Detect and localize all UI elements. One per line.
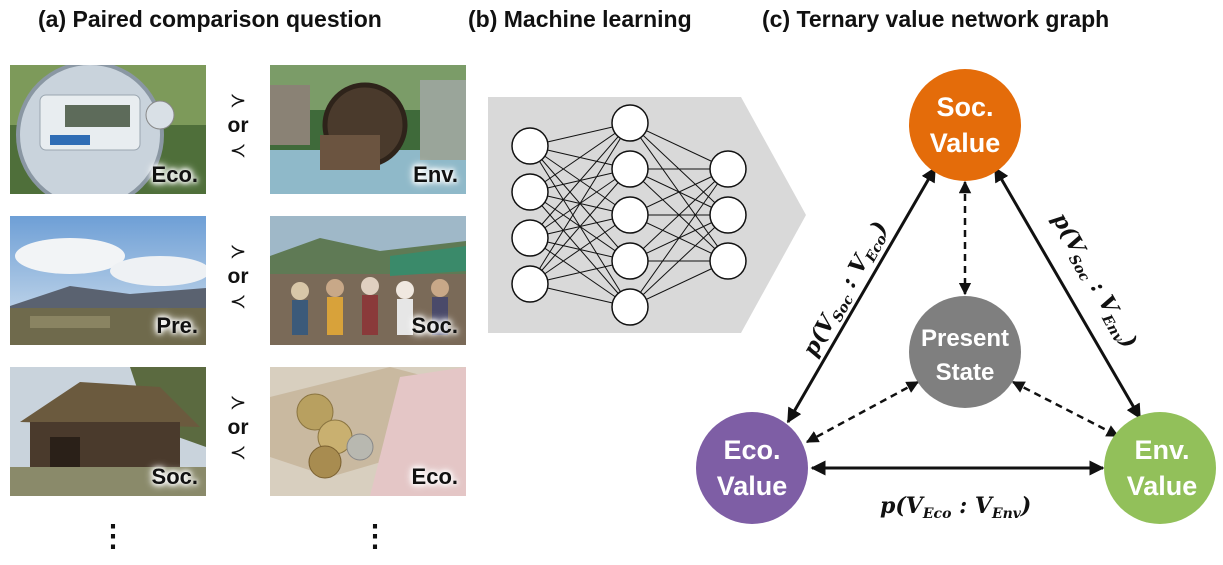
nn-connection bbox=[529, 122, 631, 193]
nn-connection bbox=[629, 214, 729, 308]
node-env-value: Env. Value bbox=[1104, 412, 1216, 524]
succeeds-symbol: ≻ bbox=[229, 90, 247, 112]
node-eco-circle bbox=[696, 412, 808, 524]
node-soc-value: Soc. Value bbox=[909, 69, 1021, 181]
nn-neurons bbox=[511, 104, 747, 326]
nn-neuron bbox=[611, 196, 649, 234]
photo-tag: Soc. bbox=[151, 464, 198, 489]
nn-neuron bbox=[511, 219, 549, 257]
nn-connection bbox=[529, 122, 631, 285]
photo-tag: Eco. bbox=[151, 162, 198, 187]
photo-tag: Pre. bbox=[156, 313, 198, 338]
node-soc-line2: Value bbox=[930, 128, 1001, 158]
photo-festival-crowd: Soc. bbox=[270, 216, 466, 345]
node-env-circle bbox=[1104, 412, 1216, 524]
festival-crowd-illustration bbox=[270, 216, 466, 345]
nn-connection bbox=[629, 168, 729, 308]
node-eco-line1: Eco. bbox=[723, 435, 780, 465]
node-present-state: Present State bbox=[909, 296, 1021, 408]
nn-neuron bbox=[511, 265, 549, 303]
water-wheel-illustration bbox=[270, 65, 466, 194]
nn-connection bbox=[529, 168, 631, 285]
precedes-symbol: ≺ bbox=[229, 442, 247, 464]
photo-tag: Env. bbox=[413, 162, 458, 187]
nn-neuron bbox=[611, 104, 649, 142]
edge-soc-eco bbox=[786, 166, 937, 424]
nn-neuron bbox=[511, 173, 549, 211]
nn-connection bbox=[529, 122, 631, 239]
succeeds-symbol: ≻ bbox=[229, 392, 247, 414]
landscape-illustration bbox=[10, 216, 206, 345]
photo-thatched-house: Soc. bbox=[10, 367, 206, 496]
nn-neuron bbox=[611, 288, 649, 326]
node-soc-line1: Soc. bbox=[936, 92, 993, 122]
edge-present-env bbox=[1011, 380, 1120, 438]
photo-landscape: Pre. bbox=[10, 216, 206, 345]
thatched-house-illustration bbox=[10, 367, 206, 496]
photo-tag: Eco. bbox=[411, 464, 458, 489]
photo-tag: Soc. bbox=[411, 313, 458, 338]
node-eco-line2: Value bbox=[717, 471, 788, 501]
nn-neuron bbox=[611, 242, 649, 280]
comparison-pair-3: ≻ or ≺ bbox=[213, 390, 263, 466]
node-soc-circle bbox=[909, 69, 1021, 181]
photo-money: Eco. bbox=[270, 367, 466, 496]
node-env-line1: Env. bbox=[1134, 435, 1189, 465]
comparison-pair-2: ≻ or ≺ bbox=[213, 239, 263, 315]
nn-neuron bbox=[611, 150, 649, 188]
money-illustration bbox=[270, 367, 466, 496]
panel-a-title: (a) Paired comparison question bbox=[38, 6, 382, 32]
node-eco-value: Eco. Value bbox=[696, 412, 808, 524]
nn-neuron bbox=[709, 196, 747, 234]
comparison-pair-1: ≻ or ≺ bbox=[213, 88, 263, 164]
edge-soc-env bbox=[993, 166, 1142, 420]
nn-connection bbox=[629, 168, 729, 262]
nn-neuron bbox=[709, 150, 747, 188]
electric-meter-illustration bbox=[10, 65, 206, 194]
or-label: or bbox=[227, 416, 249, 439]
or-label: or bbox=[227, 265, 249, 288]
succeeds-symbol: ≻ bbox=[229, 241, 247, 263]
or-label: or bbox=[227, 114, 249, 137]
edge-label-soc-eco: p(VSoc : VEco) bbox=[798, 217, 896, 363]
photo-water-wheel: Env. bbox=[270, 65, 466, 194]
node-env-line2: Value bbox=[1127, 471, 1198, 501]
edge-present-eco bbox=[805, 380, 920, 444]
photo-electric-meter: Eco. bbox=[10, 65, 206, 194]
nn-neuron bbox=[709, 242, 747, 280]
nn-connection bbox=[529, 214, 631, 285]
edge-label-eco-env: p(VEco : VEnv) bbox=[880, 493, 1031, 522]
node-present-circle bbox=[909, 296, 1021, 408]
panel-b-title: (b) Machine learning bbox=[468, 6, 692, 32]
edge-label-soc-env: p(VSoc : VEnv) bbox=[1044, 208, 1142, 354]
nn-neuron bbox=[511, 127, 549, 165]
precedes-symbol: ≺ bbox=[229, 140, 247, 162]
node-present-line2: State bbox=[936, 359, 995, 386]
node-present-line1: Present bbox=[921, 325, 1009, 352]
panel-c-title: (c) Ternary value network graph bbox=[762, 6, 1110, 32]
precedes-symbol: ≺ bbox=[229, 291, 247, 313]
